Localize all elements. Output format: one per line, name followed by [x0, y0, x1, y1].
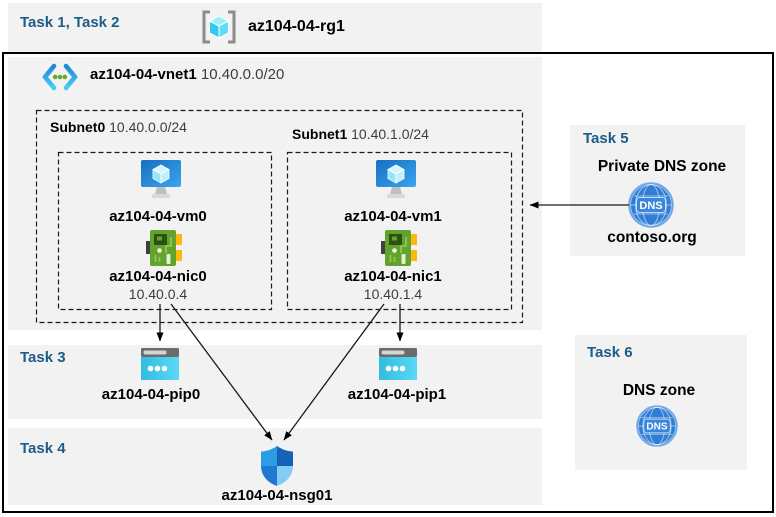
nic1-label: az104-04-nic1: [344, 268, 442, 285]
task6-title: DNS zone: [622, 382, 696, 399]
subnet1-name: Subnet1: [292, 126, 348, 142]
task12-band: [8, 3, 542, 52]
public-ip-icon: [379, 348, 417, 380]
pip1-label: az104-04-pip1: [347, 386, 447, 403]
network-security-group-icon: [261, 446, 293, 486]
public-ip-icon: [141, 348, 179, 380]
subnet0-label: Subnet0 10.40.0.0/24: [50, 119, 187, 135]
nic0-label: az104-04-nic0: [109, 268, 207, 285]
nic0-ip: 10.40.0.4: [128, 286, 188, 302]
subnet1-cidr: 10.40.1.0/24: [351, 126, 429, 142]
dns-icon-text: DNS: [646, 422, 667, 433]
dns-icon-text: DNS: [639, 200, 662, 212]
subnet1-label: Subnet1 10.40.1.0/24: [292, 126, 429, 142]
vnet-box: [8, 57, 542, 330]
vnet-cidr: 10.40.0.0/20: [200, 66, 285, 83]
task6-box: [575, 335, 747, 470]
dns-zone-icon: DNS: [636, 405, 678, 447]
task5-title: Private DNS zone: [597, 158, 727, 175]
pip0-label: az104-04-pip0: [101, 386, 201, 403]
vm1-label: az104-04-vm1: [344, 208, 442, 225]
resource-group-label: az104-04-rg1: [248, 18, 345, 35]
subnet0-cidr: 10.40.0.0/24: [109, 119, 187, 135]
virtual-machine-icon: [141, 160, 181, 198]
nsg-label: az104-04-nsg01: [221, 487, 333, 504]
dns-zone-icon: DNS: [628, 182, 674, 228]
task6-heading: Task 6: [587, 344, 633, 361]
virtual-network-icon: [42, 63, 78, 91]
subnet0-name: Subnet0: [50, 119, 106, 135]
resource-group-icon: [202, 10, 236, 44]
vm0-label: az104-04-vm0: [109, 208, 207, 225]
task12-heading: Task 1, Task 2: [20, 14, 120, 31]
task4-heading: Task 4: [20, 440, 66, 457]
vnet-name: az104-04-vnet1: [90, 66, 197, 83]
vnet-label: az104-04-vnet1 10.40.0.0/20: [90, 66, 284, 83]
network-interface-icon: [381, 230, 417, 266]
task3-band: [8, 345, 542, 419]
task5-heading: Task 5: [583, 130, 629, 147]
virtual-machine-icon: [376, 160, 416, 198]
nic1-ip: 10.40.1.4: [363, 286, 423, 302]
network-interface-icon: [146, 230, 182, 266]
task5-zone-name: contoso.org: [607, 229, 697, 246]
task3-heading: Task 3: [20, 349, 66, 366]
